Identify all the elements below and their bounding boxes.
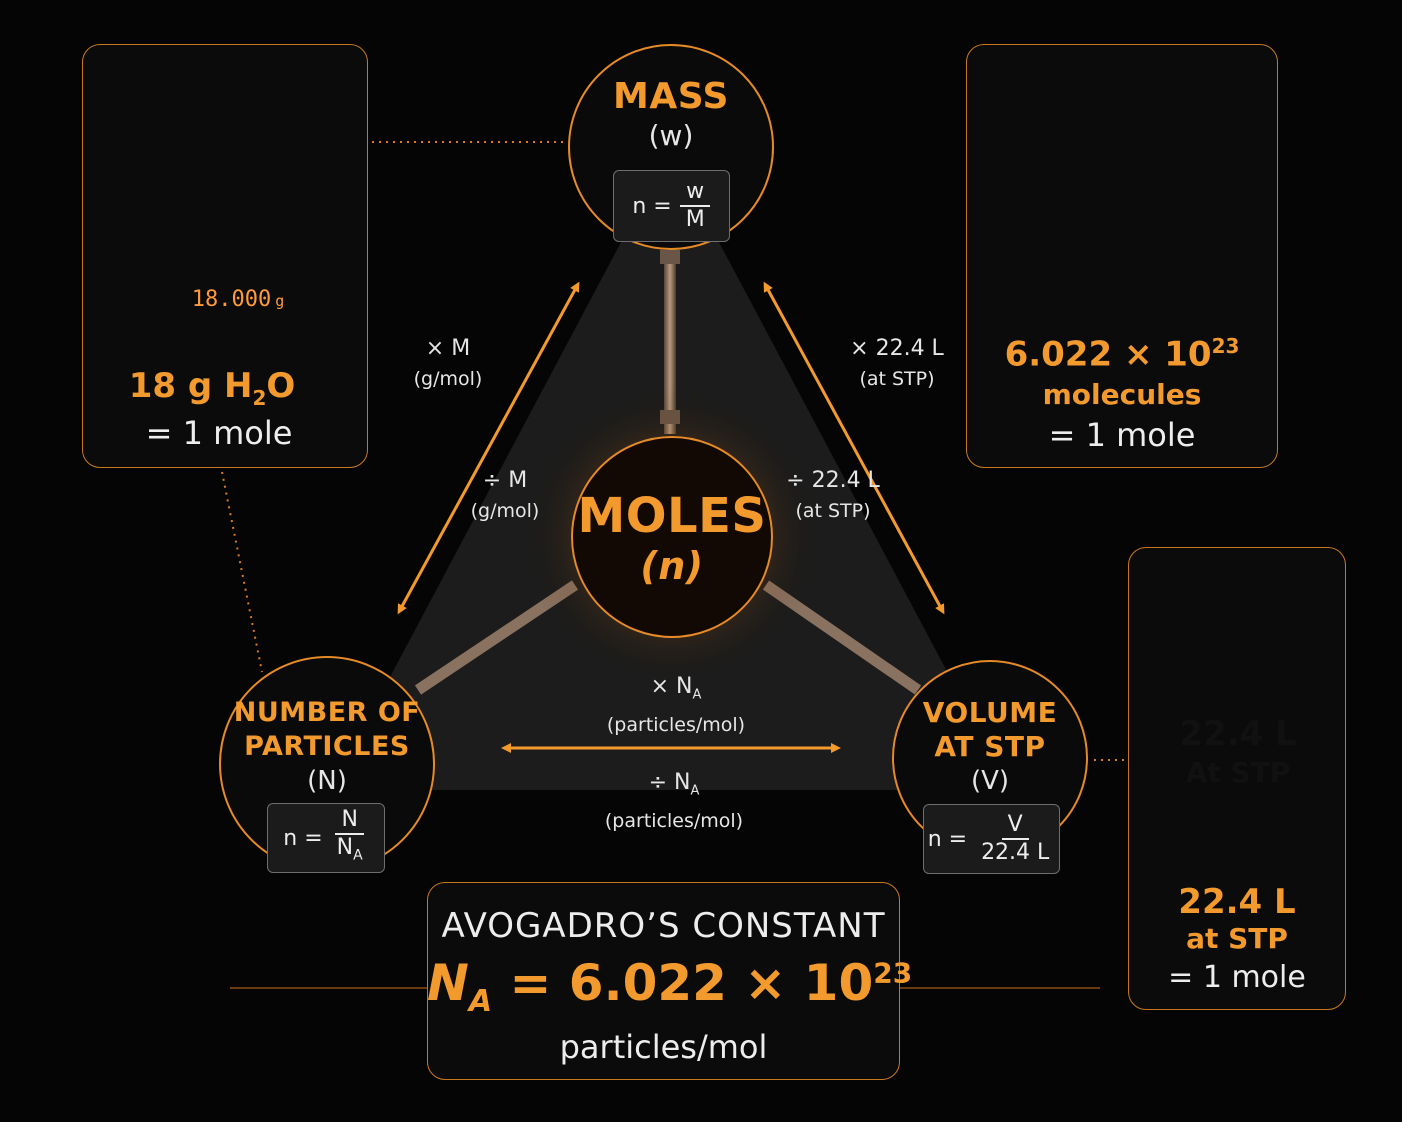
label-times-na-unit: (particles/mol) bbox=[606, 714, 746, 737]
molecules-example-card bbox=[966, 44, 1278, 468]
arrow-mass-volume bbox=[763, 281, 945, 615]
label-times-22-unit: (at STP) bbox=[859, 368, 935, 390]
particles-node: NUMBER OF PARTICLES (N) bbox=[219, 656, 435, 872]
arrow-mass-particles bbox=[397, 281, 580, 615]
label-times-na-op: × N bbox=[650, 674, 693, 699]
particles-formula-den-wrap: NA bbox=[331, 835, 369, 868]
label-divide-m: ÷ M (g/mol) bbox=[455, 466, 555, 526]
label-times-na-sub: A bbox=[692, 687, 702, 703]
particles-formula-den-sub: A bbox=[353, 847, 363, 864]
mass-node: MASS (w) bbox=[568, 44, 774, 250]
label-divide-na-unit: (particles/mol) bbox=[604, 810, 744, 833]
mass-formula-den: M bbox=[685, 207, 705, 232]
moles-title: MOLES bbox=[577, 488, 767, 544]
molecules-card-line2: molecules bbox=[1042, 378, 1202, 411]
avogadro-symbol-n: N bbox=[427, 954, 469, 1012]
tank-label-line1: 22.4 L bbox=[1179, 714, 1297, 754]
label-times-m-unit: (g/mol) bbox=[413, 368, 483, 390]
label-divide-m-unit: (g/mol) bbox=[470, 500, 540, 522]
volume-title-line2: AT STP bbox=[934, 730, 1046, 763]
cylinder-example-card bbox=[1128, 547, 1346, 1010]
moles-node: MOLES (n) bbox=[571, 436, 773, 638]
avogadro-symbol: NA bbox=[427, 954, 492, 1019]
mass-card-line1-b: O bbox=[266, 366, 296, 406]
particles-formula-left: n = bbox=[283, 825, 323, 851]
volume-formula-num: V bbox=[1001, 812, 1029, 840]
volume-symbol: (V) bbox=[970, 766, 1010, 796]
molecules-card-line3: = 1 mole bbox=[1048, 416, 1196, 454]
molecules-count: 6.022 × 10 bbox=[1004, 334, 1212, 375]
label-times-22: × 22.4 L (at STP) bbox=[832, 334, 962, 394]
label-divide-m-op: ÷ M bbox=[482, 468, 528, 493]
mass-card-line1-sub: 2 bbox=[252, 385, 267, 410]
mass-example-card bbox=[82, 44, 368, 468]
moles-symbol: (n) bbox=[640, 544, 704, 588]
mass-formula-num: w bbox=[680, 179, 711, 207]
mass-card-line1: 18 g H2O bbox=[82, 366, 342, 410]
volume-formula-den: 22.4 L bbox=[981, 840, 1050, 865]
avogadro-symbol-sub: A bbox=[468, 984, 493, 1019]
avogadro-value: NA = 6.022 × 1023 bbox=[427, 954, 912, 1019]
avogadro-unit: particles/mol bbox=[559, 1028, 768, 1066]
balance-unit: g bbox=[275, 292, 285, 310]
connector-particles-card bbox=[221, 471, 263, 673]
label-divide-na-op-wrap: ÷ NA bbox=[574, 768, 774, 806]
label-times-na-op-wrap: × NA bbox=[576, 672, 776, 710]
particles-formula-num: N bbox=[335, 807, 364, 836]
particles-symbol: (N) bbox=[307, 766, 347, 796]
label-divide-na: ÷ NA (particles/mol) bbox=[574, 768, 774, 836]
label-divide-22-op: ÷ 22.4 L bbox=[786, 468, 880, 493]
cylinder-card-line1: 22.4 L bbox=[1178, 882, 1296, 922]
label-times-22-op: × 22.4 L bbox=[850, 336, 944, 361]
label-times-m: × M (g/mol) bbox=[398, 334, 498, 394]
mass-card-line1-a: 18 g H bbox=[128, 366, 253, 406]
avogadro-exponent: 23 bbox=[873, 956, 913, 990]
label-divide-22-unit: (at STP) bbox=[795, 500, 871, 522]
particles-title-line2: PARTICLES bbox=[244, 731, 410, 762]
mass-symbol: (w) bbox=[648, 119, 694, 152]
cylinder-card-line3: = 1 mole bbox=[1168, 960, 1306, 995]
molecules-card-line1: 6.022 × 1023 bbox=[966, 334, 1278, 374]
avogadro-title: AVOGADRO’S CONSTANT bbox=[441, 906, 886, 946]
label-times-m-op: × M bbox=[425, 336, 471, 361]
avogadro-constant-card bbox=[427, 882, 900, 1080]
particles-title-line1: NUMBER OF bbox=[233, 697, 421, 728]
balance-reading: 18.000 bbox=[191, 287, 272, 312]
mass-card-line2: = 1 mole bbox=[145, 414, 293, 452]
cylinder-card-line2: at STP bbox=[1186, 922, 1288, 955]
volume-formula-left: n = bbox=[927, 826, 968, 852]
particles-formula-den: N bbox=[336, 835, 354, 861]
label-divide-na-sub: A bbox=[690, 783, 700, 799]
label-divide-na-op: ÷ N bbox=[648, 770, 691, 795]
avogadro-number: = 6.022 × 10 bbox=[509, 954, 874, 1012]
volume-title-line1: VOLUME bbox=[922, 696, 1058, 729]
label-divide-22: ÷ 22.4 L (at STP) bbox=[768, 466, 898, 526]
rod-cap bbox=[660, 250, 680, 264]
tank-label-line2: At STP bbox=[1185, 756, 1291, 789]
molecules-exponent: 23 bbox=[1211, 334, 1240, 358]
mass-formula-left: n = bbox=[632, 193, 672, 219]
mass-title: MASS bbox=[613, 76, 729, 117]
label-times-na: × NA (particles/mol) bbox=[576, 672, 776, 740]
